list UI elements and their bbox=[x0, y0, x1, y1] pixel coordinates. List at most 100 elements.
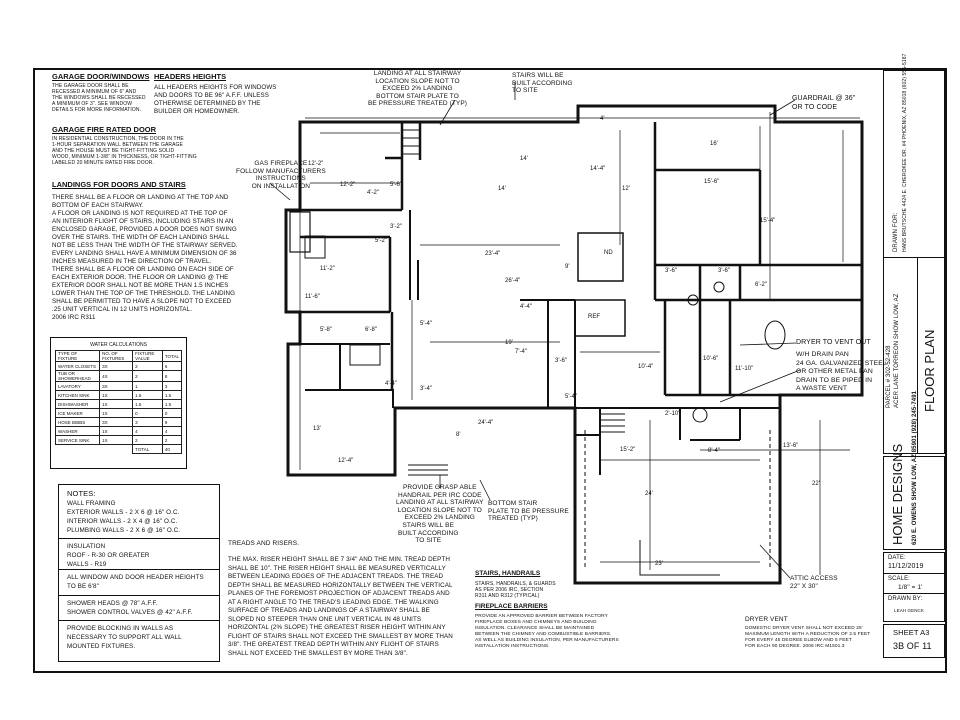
blocking-notes: PROVIDE BLOCKING IN WALLS AS NECESSARY T… bbox=[67, 625, 182, 650]
table-cell: 2 bbox=[132, 435, 163, 445]
drawing-sheet bbox=[33, 68, 947, 673]
table-cell: 0 bbox=[132, 408, 163, 418]
landing-callout: LANDING AT ALL STAIRWAY LOCATION SLOPE N… bbox=[368, 70, 468, 107]
table-cell: 1x bbox=[99, 435, 134, 445]
table-row: TUB OR SHOWERHEAD4x28 bbox=[54, 370, 183, 382]
table-cell: 2 bbox=[161, 435, 183, 445]
table-row: DISHWASHER1x1.51.5 bbox=[54, 399, 183, 409]
garage-text: THE GARAGE DOOR SHALL BE RECESSED A MINI… bbox=[52, 83, 146, 113]
table-cell: WATER CLOSETS bbox=[54, 361, 101, 371]
notes-title: NOTES: bbox=[67, 489, 96, 498]
table-header-row: TYPE OF FIXTURE NO. OF FIXTURES FIXTURE … bbox=[54, 350, 183, 362]
table-cell: 4x bbox=[99, 370, 134, 382]
client-info: HANS BRUTSCHE 4424 E. CHEROKEE DR. #4 PH… bbox=[902, 53, 908, 252]
table-row: SERVICE SINK1x22 bbox=[54, 435, 183, 445]
headers-text: ALL HEADERS HEIGHTS FOR WINDOWS AND DOOR… bbox=[154, 84, 277, 115]
table-cell: 1 bbox=[132, 381, 163, 391]
table-row: LAVATORY3x13 bbox=[54, 381, 183, 391]
table-header: NO. OF FIXTURES bbox=[99, 350, 134, 362]
notes-box: NOTES: WALL FRAMING EXTERIOR WALLS - 2 X… bbox=[58, 484, 220, 662]
gas-fireplace-callout: GAS FIREPLACE FOLLOW MANUFACTURERS INSTR… bbox=[236, 160, 326, 190]
sheet-number-block bbox=[883, 624, 945, 658]
table-header: FIXTURE VALUE bbox=[132, 350, 163, 362]
table-cell: 3x bbox=[99, 361, 134, 371]
table-cell: 0 bbox=[161, 408, 183, 418]
landings-text: THERE SHALL BE A FLOOR OR LANDING AT THE… bbox=[52, 194, 238, 321]
table-cell: 1.5 bbox=[132, 399, 163, 409]
table-cell: TUB OR SHOWERHEAD bbox=[54, 370, 101, 382]
table-cell: 1.5 bbox=[132, 390, 163, 400]
fireplace-heading: FIREPLACE BARRIERS bbox=[475, 603, 548, 610]
water-calc-table: TYPE OF FIXTURE NO. OF FIXTURES FIXTURE … bbox=[54, 350, 183, 454]
table-cell: HOSE BIBBS bbox=[54, 417, 101, 427]
table-cell: 8 bbox=[161, 370, 183, 382]
sheet-number: 3b of 11 bbox=[893, 641, 932, 651]
table-cell: 1x bbox=[99, 399, 134, 409]
table-cell: 4 bbox=[161, 426, 183, 436]
site-address: ACER LANE TORREON SHOW LOW, AZ bbox=[894, 293, 900, 408]
stairs-built-callout: STAIRS WILL BE BUILT ACCORDING TO SITE bbox=[512, 72, 573, 94]
table-header: TOTAL bbox=[161, 350, 183, 362]
table-cell: 3 bbox=[161, 381, 183, 391]
parcel-number: PARCEL # 302-52-428 bbox=[886, 345, 892, 408]
treads-text: THE MAX. RISER HEIGHT SHALL BE 7 3/4" AN… bbox=[228, 556, 453, 657]
water-calc-title: WATER CALCULATIONS bbox=[90, 342, 147, 348]
table-cell: 2 bbox=[132, 370, 163, 382]
date-value: 11/12/2019 bbox=[888, 563, 924, 570]
table-cell: 2 bbox=[132, 361, 163, 371]
framing-notes: WALL FRAMING EXTERIOR WALLS - 2 X 6 @ 16… bbox=[67, 500, 181, 534]
fire-door-text: IN RESIDENTIAL CONSTRUCTION, THE DOOR IN… bbox=[52, 136, 197, 166]
headers-heading: HEADERS HEIGHTS bbox=[154, 72, 227, 81]
firm-address: 620 E. OWENS SHOW LOW, AZ 85901 (928) 24… bbox=[912, 390, 918, 545]
table-cell: 4 bbox=[132, 426, 163, 436]
attic-access-callout: ATTIC ACCESS 22" X 30" bbox=[790, 575, 838, 590]
table-cell: 3x bbox=[99, 417, 134, 427]
shower-notes: SHOWER HEADS @ 78" A.F.F. SHOWER CONTROL… bbox=[67, 600, 193, 616]
table-cell: 3x bbox=[99, 381, 134, 391]
insulation-notes: INSULATION ROOF - R-30 OR GREATER WALLS … bbox=[67, 543, 150, 568]
sheet-label: SHEET A3 bbox=[893, 628, 930, 637]
sheet-title: FLOOR PLAN bbox=[922, 329, 937, 412]
table-row: ICE MAKER1x00 bbox=[54, 408, 183, 418]
table-cell: 1x bbox=[99, 426, 134, 436]
fire-door-heading: GARAGE FIRE RATED DOOR bbox=[52, 125, 157, 134]
firm-name: HOME DESIGNS bbox=[890, 443, 905, 545]
scale-label: SCALE: bbox=[888, 576, 910, 582]
scale-value: 1/8" = 1' bbox=[898, 584, 923, 591]
total-label: TOTAL bbox=[132, 444, 163, 454]
window-height-notes: ALL WINDOW AND DOOR HEADER HEIGHTS TO BE… bbox=[67, 574, 204, 590]
table-row: HOSE BIBBS3x39 bbox=[54, 417, 183, 427]
table-row: WASHER1x44 bbox=[54, 426, 183, 436]
table-row: WATER CLOSETS3x26 bbox=[54, 361, 183, 371]
drawn-for-label: DRAWN FOR: bbox=[893, 212, 899, 252]
table-cell: 1.5 bbox=[161, 399, 183, 409]
water-calc-box: WATER CALCULATIONS TYPE OF FIXTURE NO. O… bbox=[50, 337, 187, 469]
bottom-stair-callout: BOTTOM STAIR PLATE TO BE PRESSURE TREATE… bbox=[488, 500, 569, 522]
table-cell: 1.5 bbox=[161, 390, 183, 400]
table-row: KITCHEN SINK1x1.51.5 bbox=[54, 390, 183, 400]
table-cell: DISHWASHER bbox=[54, 399, 101, 409]
dryer-vent-callout: DRYER TO VENT OUT bbox=[796, 339, 871, 346]
treads-heading: TREADS AND RISERS. bbox=[228, 540, 300, 547]
total-value: 40 bbox=[161, 444, 183, 454]
table-header: TYPE OF FIXTURE bbox=[54, 350, 101, 362]
drain-pan-callout: W/H DRAIN PAN 24 GA. GALVANIZED STEEL OR… bbox=[796, 351, 887, 392]
guardrail-callout: GUARDRAIL @ 36" OR TO CODE bbox=[792, 95, 856, 111]
landings-heading: LANDINGS FOR DOORS AND STAIRS bbox=[52, 180, 186, 189]
table-cell: LAVATORY bbox=[54, 381, 101, 391]
table-cell: KITCHEN SINK bbox=[54, 390, 101, 400]
title-block-top bbox=[883, 70, 945, 454]
date-label: DATE: bbox=[888, 555, 906, 561]
garage-heading: GARAGE DOOR/WINDOWS bbox=[52, 72, 150, 81]
table-cell: ICE MAKER bbox=[54, 408, 101, 418]
dryer-text: DOMESTIC DRYER VENT SHALL NOT EXCEED 25'… bbox=[745, 626, 871, 649]
table-cell: 1x bbox=[99, 390, 134, 400]
handrail-callout: PROVIDE GRASP ABLE HANDRAIL PER IRC CODE… bbox=[396, 484, 484, 521]
table-cell: 9 bbox=[161, 417, 183, 427]
fireplace-text: PROVIDE AN APPROVED BARRIER BETWEEN FACT… bbox=[475, 614, 619, 649]
drawn-by-label: DRAWN BY: bbox=[888, 596, 923, 602]
firm-block bbox=[883, 456, 945, 550]
table-cell: SERVICE SINK bbox=[54, 435, 101, 445]
table-cell: 6 bbox=[161, 361, 183, 371]
